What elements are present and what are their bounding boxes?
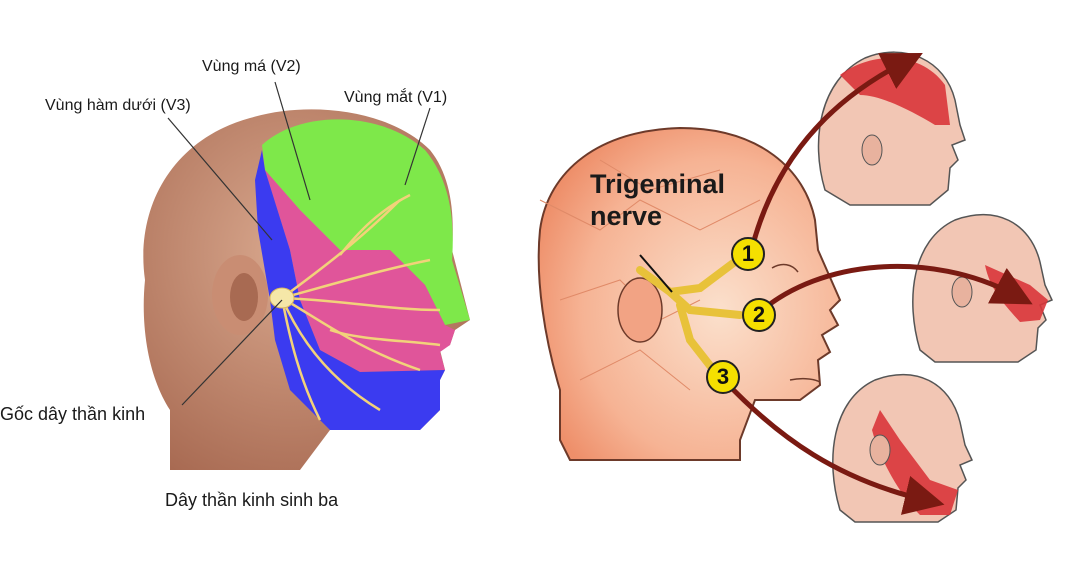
title-line-1: Trigeminal: [590, 169, 726, 199]
right-nerve-branches: [636, 254, 744, 376]
label-root: Gốc dây thần kinh: [0, 404, 146, 424]
small-head-2: [912, 213, 1054, 363]
arrow-branch-2: [758, 263, 1033, 314]
left-head: [143, 81, 471, 471]
arrow-branch-1: [749, 52, 923, 249]
title-line-2: nerve: [590, 201, 663, 231]
label-v1: Vùng mắt (V1): [344, 89, 448, 106]
small-head-3: [832, 373, 974, 523]
label-v2: Vùng má (V2): [202, 58, 301, 75]
badge-3: 3: [706, 360, 740, 394]
badge-1: 1: [731, 237, 765, 271]
label-v3: Vùng hàm dưới (V3): [45, 97, 191, 114]
v3-region: [255, 150, 445, 430]
nerve-root-ganglion: [269, 287, 295, 309]
label-nerve: Dây thần kinh sinh ba: [165, 490, 339, 510]
title-pointer: [639, 254, 673, 293]
badge-2: 2: [742, 298, 776, 332]
arrow-branch-3: [720, 376, 945, 515]
branch-arrows: [720, 52, 1033, 515]
v1-region: [262, 119, 470, 326]
right-ear: [617, 277, 663, 343]
small-head-1: [817, 51, 966, 206]
left-nerve-branches: [280, 193, 441, 421]
left-leader-lines: [167, 81, 431, 406]
v2-region: [265, 170, 455, 372]
trigeminal-title: Trigeminal nerve: [590, 168, 725, 232]
